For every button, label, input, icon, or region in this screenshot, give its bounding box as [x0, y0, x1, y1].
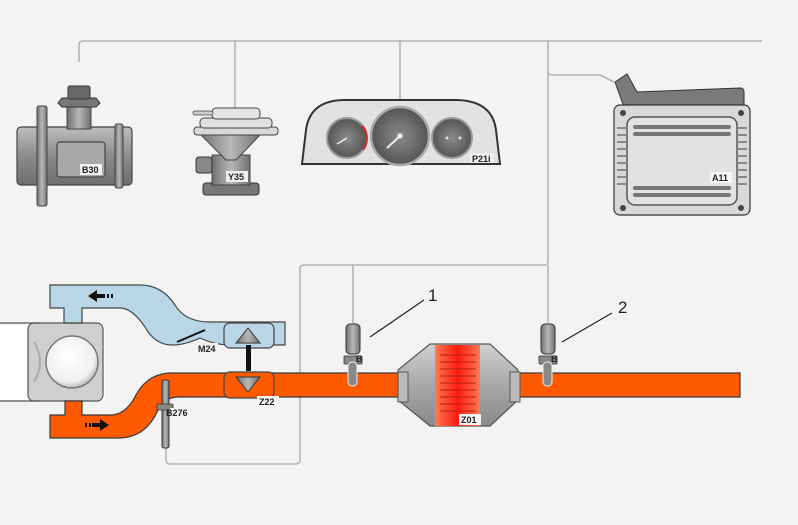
exhaust-temp-sensor-label: B276	[166, 408, 188, 418]
ecu-label: A11	[712, 173, 728, 183]
egr-valve-label: Y35	[228, 172, 244, 182]
throttle-valve[interactable]: M24	[176, 329, 218, 354]
wire-trunk	[165, 41, 549, 465]
sensor-upstream[interactable]: B 1	[343, 286, 437, 387]
turbocharger[interactable]: Z22	[223, 322, 279, 407]
sensor-downstream-label: B	[551, 354, 558, 364]
exhaust-pipe	[49, 372, 741, 439]
instrument-cluster[interactable]: P21i	[300, 99, 502, 167]
intake-flow-arrow	[88, 290, 105, 302]
wiring-harness	[78, 40, 762, 465]
callout-2: 2	[618, 298, 627, 317]
catalytic-converter[interactable]: Z01	[397, 343, 521, 427]
gauge-right	[431, 117, 473, 159]
callout-line-1	[369, 299, 425, 338]
callout-1: 1	[428, 286, 437, 305]
maf-sensor[interactable]: B30	[16, 85, 133, 207]
sensor-upstream-label: B	[356, 354, 363, 364]
egr-valve[interactable]: Y35	[192, 107, 279, 196]
catalytic-converter-label: Z01	[461, 415, 477, 425]
ecu[interactable]: A11	[613, 73, 751, 216]
wire-top-bus	[78, 40, 762, 62]
wire-ecu	[547, 71, 615, 83]
instrument-cluster-label: P21i	[472, 154, 491, 164]
engine	[0, 322, 105, 402]
cylinder-bore	[45, 335, 99, 389]
turbocharger-label: Z22	[259, 397, 275, 407]
sensor-downstream[interactable]: B 2	[538, 298, 627, 387]
exhaust-flow-arrow	[92, 419, 109, 431]
catalyst-cells	[440, 354, 476, 412]
callout-line-2	[561, 312, 613, 343]
throttle-label: M24	[198, 344, 216, 354]
catalyst-core	[435, 345, 480, 426]
maf-sensor-label: B30	[82, 165, 99, 175]
exhaust-temp-sensor[interactable]: B276	[156, 379, 196, 449]
